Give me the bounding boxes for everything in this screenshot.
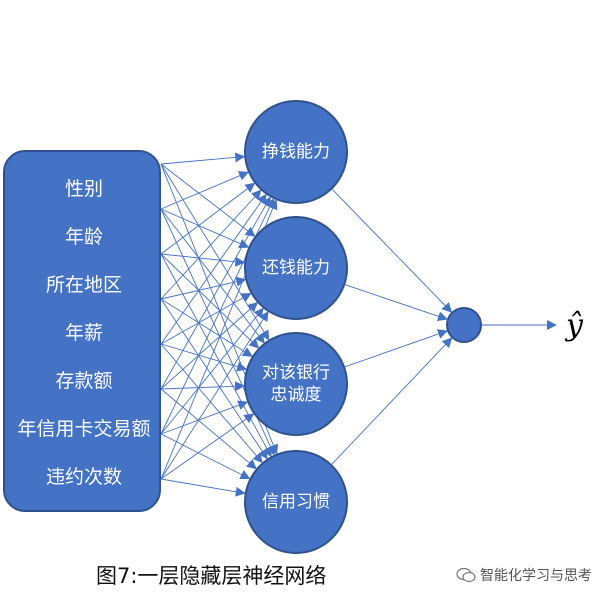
hidden-output-edge	[344, 329, 448, 368]
input-hidden-edge	[160, 253, 260, 349]
hidden-output-edge	[331, 188, 453, 313]
hidden-node-label: 对该银行忠诚度	[262, 363, 330, 405]
input-hidden-edge	[160, 433, 251, 480]
input-feature: 性别	[64, 178, 103, 200]
hidden-node-4: 信用习惯	[244, 450, 348, 554]
input-feature: 年信用卡交易额	[17, 418, 151, 440]
input-hidden-edge	[160, 343, 248, 372]
input-hidden-edge	[160, 253, 272, 458]
wechat-icon	[456, 567, 476, 583]
input-feature: 违约次数	[45, 466, 122, 488]
hidden-node-label: 信用习惯	[262, 492, 330, 512]
input-hidden-edge	[160, 343, 263, 464]
input-hidden-edge	[160, 163, 256, 237]
input-layer-box: 性别 年龄 所在地区 年薪 存款额 年信用卡交易额 违约次数	[3, 150, 161, 512]
input-hidden-edge	[160, 193, 267, 345]
input-hidden-edge	[160, 208, 265, 344]
input-hidden-edge	[160, 163, 270, 341]
output-symbol: ŷ	[566, 308, 583, 343]
input-feature: 存款额	[55, 370, 113, 392]
input-hidden-edge	[160, 381, 246, 392]
input-hidden-edge	[160, 388, 257, 470]
hidden-node-2: 还钱能力	[244, 216, 348, 320]
input-feature: 所在地区	[45, 274, 122, 296]
input-feature: 年薪	[64, 322, 103, 344]
input-hidden-edge	[160, 293, 252, 345]
input-hidden-edge	[160, 307, 264, 435]
output-node	[446, 307, 482, 343]
input-hidden-edge	[160, 298, 253, 357]
input-hidden-edge	[160, 276, 247, 300]
input-hidden-edge	[160, 478, 246, 497]
hidden-output-edge	[331, 337, 453, 465]
input-hidden-edge	[160, 298, 268, 460]
hidden-node-label: 还钱能力	[262, 258, 330, 278]
hidden-node-1: 挣钱能力	[244, 100, 348, 204]
input-hidden-edge	[160, 208, 250, 249]
input-hidden-edge	[160, 152, 246, 165]
watermark-text: 智能化学习与思考	[480, 568, 592, 584]
input-hidden-edge	[160, 171, 250, 210]
figure-caption: 图7:一层隐藏层神经网络	[96, 564, 327, 588]
input-hidden-edge	[160, 302, 259, 390]
input-hidden-edge	[160, 413, 255, 480]
hidden-node-3: 对该银行忠诚度	[244, 332, 348, 436]
watermark: 智能化学习与思考	[456, 565, 592, 585]
hidden-output-edge	[345, 284, 448, 322]
input-feature: 年龄	[64, 226, 103, 248]
hidden-node-label: 挣钱能力	[262, 142, 330, 162]
input-hidden-edge	[160, 253, 246, 267]
